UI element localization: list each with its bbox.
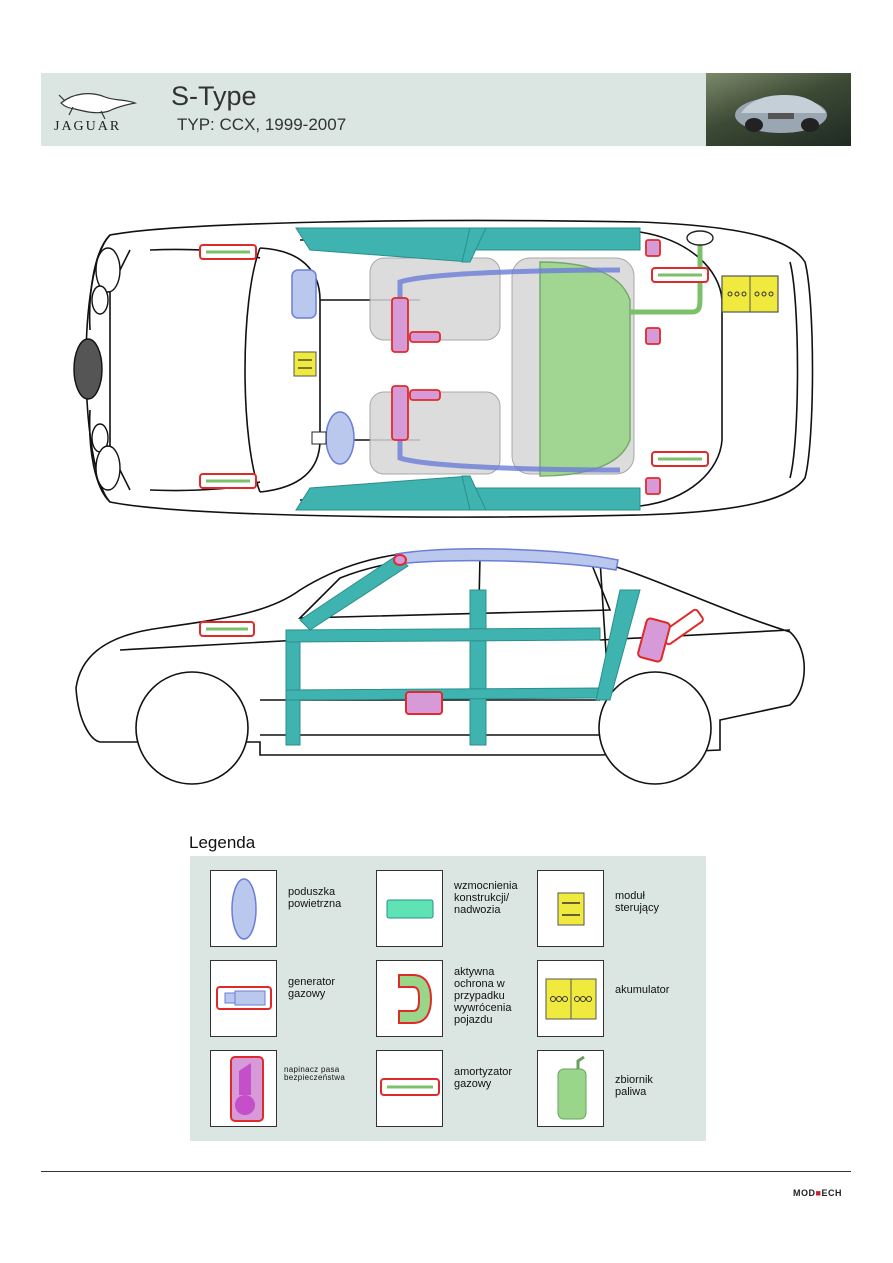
- car-photo: [706, 73, 851, 146]
- side-reinforcements: [285, 555, 641, 746]
- side-curtain-airbag: [395, 548, 619, 571]
- side-belt-tensioner: [637, 617, 671, 663]
- top-fuel-tank: [539, 261, 631, 477]
- side-view-wheels: [135, 671, 712, 785]
- top-strut-rods: [206, 250, 702, 483]
- reinforcement-icon: [376, 870, 443, 947]
- top-reinforcements: [295, 227, 641, 511]
- legend-label-fuel-tank: zbiornik paliwa: [615, 1074, 653, 1098]
- top-fuel-cap: [686, 230, 714, 246]
- legend-title: Legenda: [189, 833, 256, 852]
- brand-name: JAGUAR: [54, 119, 122, 134]
- top-control-module: [293, 351, 317, 377]
- top-airbag-driver: [291, 269, 317, 319]
- legend-label-reinforcement: wzmocnienia konstrukcji/ nadwozia: [454, 880, 518, 916]
- model-type: TYP: CCX, 1999-2007: [177, 115, 347, 134]
- legend-label-generator: generator gazowy: [288, 976, 336, 1000]
- fuel-tank-icon: [537, 1050, 604, 1127]
- vehicle-rescue-diagram: [73, 219, 814, 785]
- legend-label-rollover: aktywna ochrona w przypadku wywrócenia p…: [454, 966, 512, 1026]
- legend-label-battery: akumulator: [615, 984, 670, 996]
- airbag-icon: [210, 870, 277, 947]
- top-airbag-passenger: [325, 411, 355, 465]
- model-title: S-Type: [171, 81, 257, 111]
- legend-label-airbag: poduszka powietrzna: [288, 886, 342, 910]
- logo-mark: ■: [815, 1188, 822, 1198]
- top-belt-tensioners: [645, 239, 661, 495]
- belt-tensioner-icon: [210, 1050, 277, 1127]
- logo-text-right: ECH: [821, 1188, 842, 1198]
- side-seat-generator: [405, 691, 443, 715]
- gas-strut-icon: [376, 1050, 443, 1127]
- footer-divider: [41, 1171, 851, 1172]
- jaguar-leaper-logo: [58, 93, 138, 120]
- rollover-protection-icon: [376, 960, 443, 1037]
- legend-label-tensioner: napinacz pasa bezpieczeństwa: [284, 1065, 346, 1082]
- top-curtain-airbags: [397, 267, 621, 473]
- top-battery: [721, 275, 779, 313]
- control-module-icon: [537, 870, 604, 947]
- top-view-front: [73, 247, 121, 491]
- gas-generator-icon: [210, 960, 277, 1037]
- legend-label-strut: amortyzator gazowy: [454, 1066, 513, 1090]
- top-airbag-passenger-stem: [311, 431, 327, 445]
- battery-icon: [537, 960, 604, 1037]
- modtech-logo: MOD■ECH: [793, 1188, 842, 1198]
- top-fuel-filler-line: [630, 240, 703, 315]
- logo-text-left: MOD: [793, 1188, 816, 1198]
- side-wing-marker: [393, 554, 407, 566]
- top-seat-generators: [391, 297, 441, 441]
- header-banner: JAGUAR S-Type TYP: CCX, 1999-2007: [41, 73, 851, 146]
- legend-label-module: moduł sterujący: [615, 890, 660, 914]
- legend-panel: poduszka powietrzna wzmocnienia konstruk…: [190, 856, 706, 1141]
